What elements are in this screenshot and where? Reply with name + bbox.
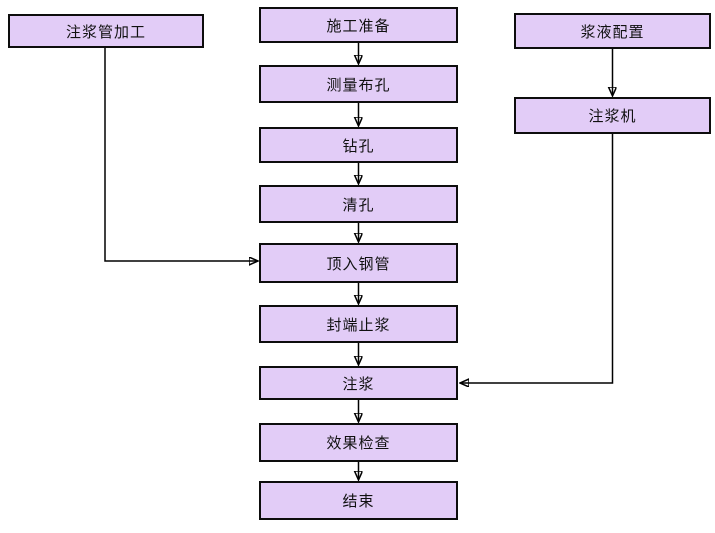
flow-box-label: 注浆 [342, 374, 375, 393]
flow-box-drilling: 钻孔 [259, 127, 458, 163]
flow-box-label: 注浆机 [588, 107, 637, 125]
flow-box-label: 钻孔 [342, 136, 375, 155]
flow-box-measure-layout: 测量布孔 [259, 65, 458, 103]
flow-box-clean-hole: 清孔 [259, 185, 458, 223]
flow-box-label: 施工准备 [326, 16, 391, 35]
connector-machine-to-grout [461, 134, 614, 383]
flow-box-effect-check: 效果检查 [259, 423, 458, 462]
connector-pipe-to-push [104, 48, 257, 261]
flow-box-label: 测量布孔 [326, 75, 391, 94]
flow-box-grouting: 注浆 [259, 366, 458, 400]
flow-box-label: 浆液配置 [580, 22, 645, 41]
flow-box-slurry-config: 浆液配置 [514, 13, 711, 49]
flow-box-label: 封端止浆 [326, 315, 391, 334]
flow-box-label: 清孔 [342, 195, 375, 214]
flow-box-label: 结束 [342, 492, 375, 510]
flow-box-pipe-processing: 注浆管加工 [8, 14, 204, 48]
flow-box-grouting-machine: 注浆机 [514, 97, 711, 134]
flow-box-construction-prep: 施工准备 [259, 7, 458, 43]
flow-box-end: 结束 [259, 481, 458, 520]
flow-box-label: 顶入钢管 [326, 254, 391, 273]
flow-box-label: 效果检查 [326, 434, 391, 452]
flow-box-push-steel-pipe: 顶入钢管 [259, 243, 458, 283]
flow-box-seal-end: 封端止浆 [259, 305, 458, 343]
flow-box-label: 注浆管加工 [65, 22, 146, 41]
